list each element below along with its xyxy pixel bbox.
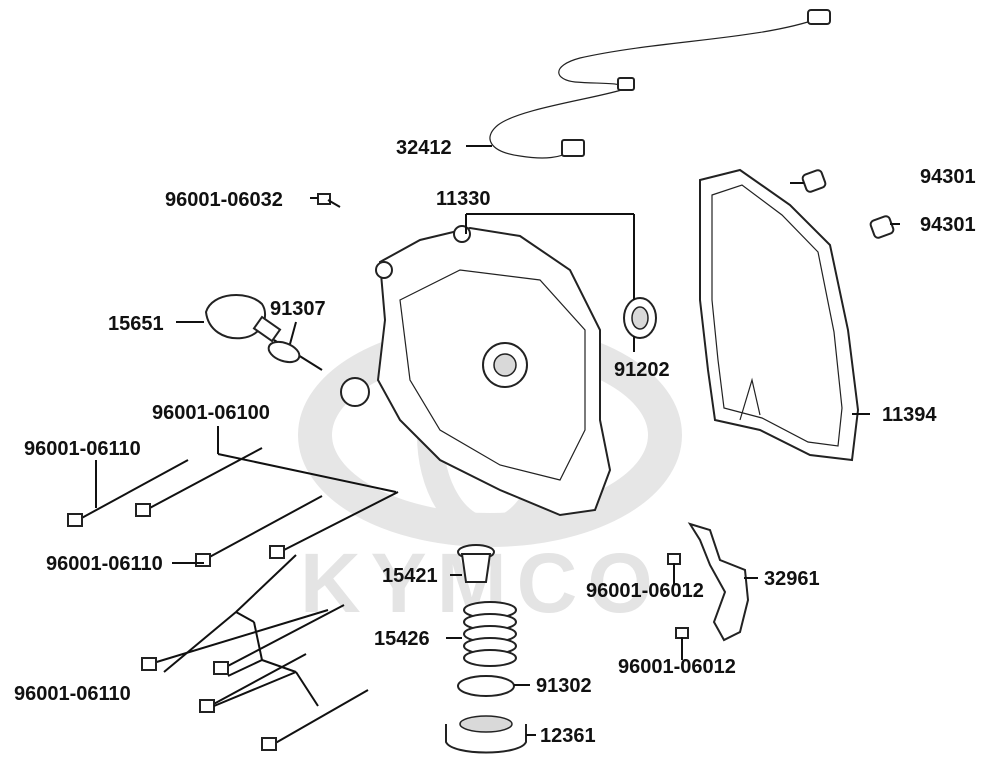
strainer-15421	[457, 544, 495, 583]
label-96001-06012-a: 96001-06012	[586, 580, 704, 602]
oil-seal-91202	[623, 297, 657, 339]
drain-cap-12361	[445, 715, 527, 754]
cable-32412	[489, 9, 831, 159]
label-15426: 15426	[374, 628, 430, 650]
o-ring-91307	[267, 340, 301, 364]
label-91302: 91302	[536, 675, 592, 697]
spring-15426	[463, 601, 517, 667]
dowel-pin-94301-b	[869, 215, 895, 239]
bolt-96001-06012-b	[675, 627, 689, 650]
label-12361: 12361	[540, 725, 596, 747]
label-96001-06100: 96001-06100	[152, 402, 270, 424]
o-ring-91302	[457, 675, 515, 697]
bolt-96001-06032	[317, 193, 341, 208]
label-11394: 11394	[882, 404, 937, 426]
label-96001-06012-b: 96001-06012	[618, 656, 736, 678]
label-91202: 91202	[614, 359, 670, 381]
label-15651: 15651	[108, 313, 164, 335]
label-96001-06110-a: 96001-06110	[24, 438, 141, 460]
bolt-96001-06012-a	[667, 553, 681, 576]
label-96001-06110-b: 96001-06110	[46, 553, 163, 575]
gasket-11394	[699, 168, 860, 462]
label-91307: 91307	[270, 298, 326, 320]
label-11330: 11330	[436, 188, 491, 210]
label-94301-a: 94301	[920, 166, 976, 188]
crankcase-cover-11330	[340, 225, 612, 517]
label-96001-06110-c: 96001-06110	[14, 683, 131, 705]
label-94301-b: 94301	[920, 214, 976, 236]
bracket-32961	[687, 522, 750, 642]
leader-lines	[95, 145, 900, 736]
part-number-labels: 32412 96001-06032 11330 94301 94301 1565…	[14, 137, 976, 747]
label-32412: 32412	[396, 137, 452, 159]
label-32961: 32961	[764, 568, 820, 590]
label-15421: 15421	[382, 565, 438, 587]
label-96001-06032: 96001-06032	[165, 189, 283, 211]
dowel-pin-94301-a	[801, 169, 827, 193]
